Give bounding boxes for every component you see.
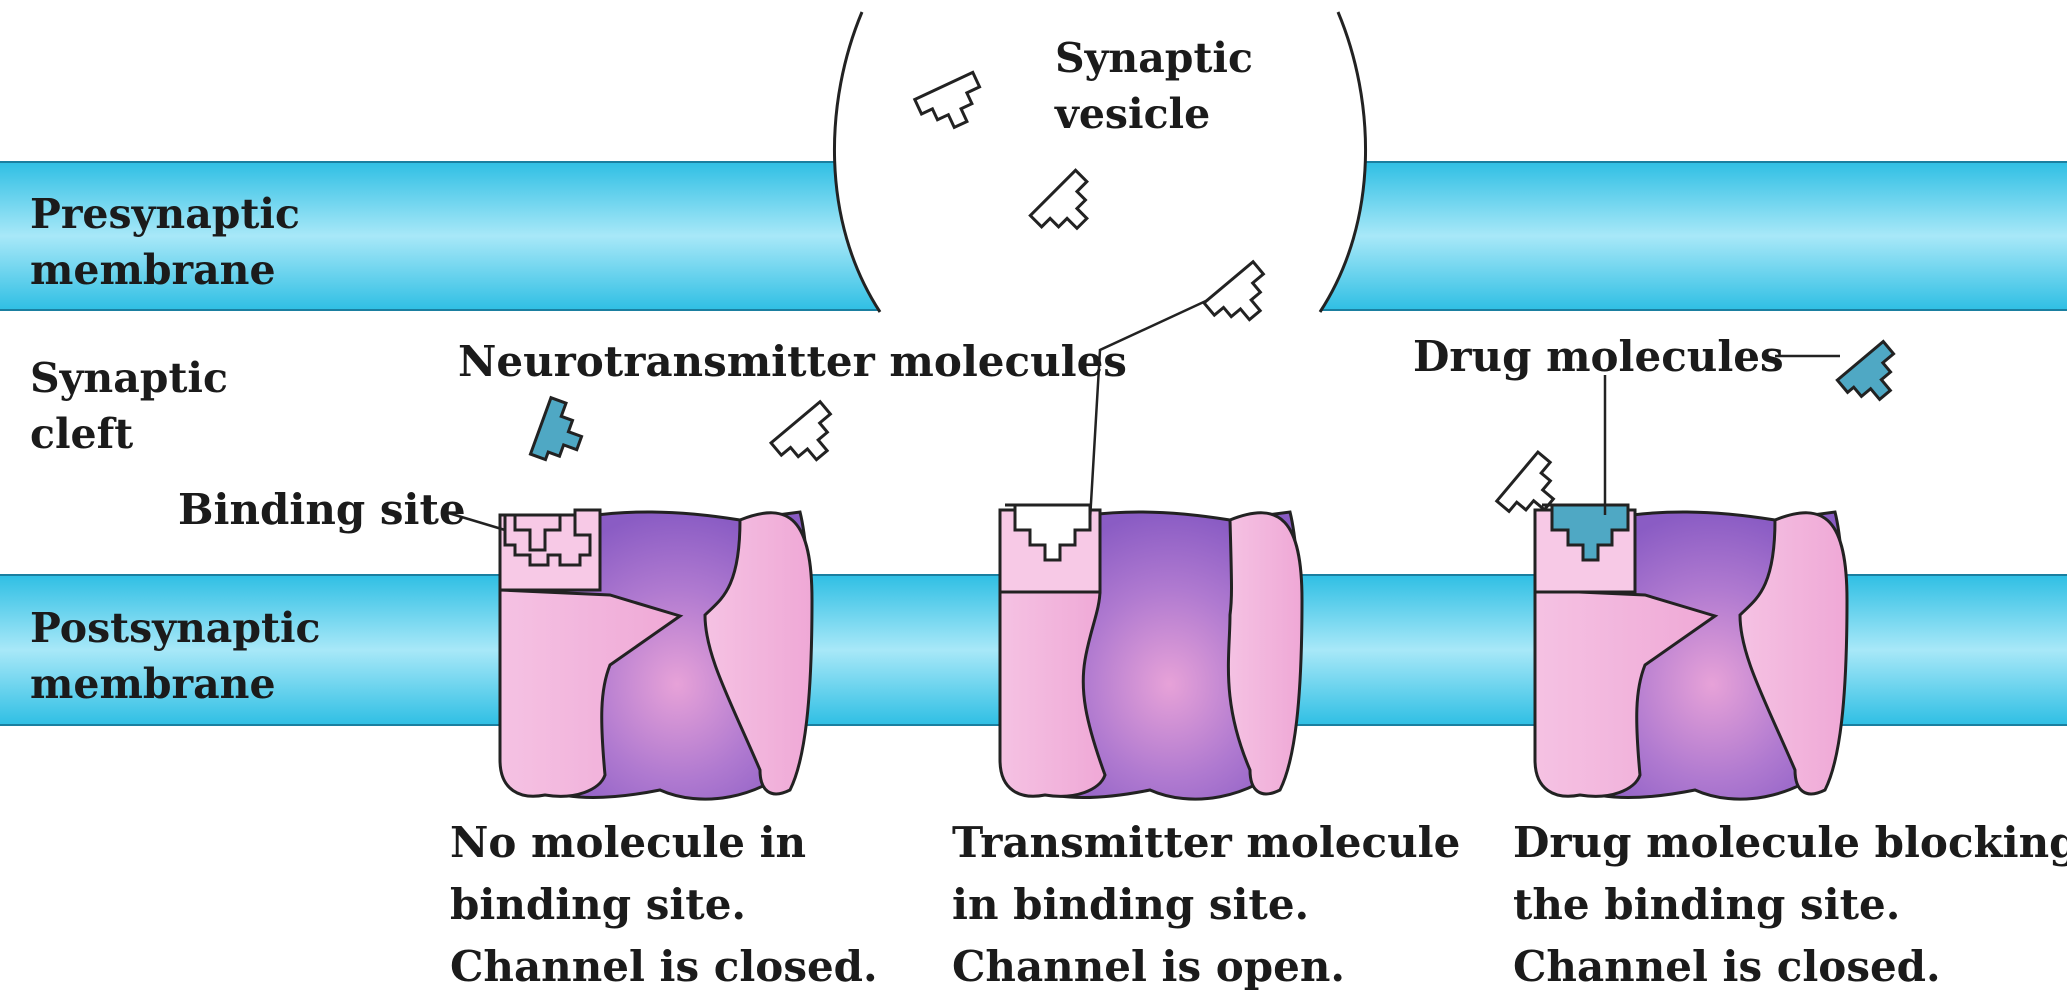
- cleft-label-line-2: cleft: [30, 406, 228, 462]
- vesicle-label-line-2: vesicle: [1055, 86, 1253, 142]
- cleft-drug-molecule-left: [530, 398, 590, 469]
- vesicle-label-line-1: Synaptic: [1055, 30, 1253, 86]
- postsynaptic-label-line-2: membrane: [30, 656, 321, 712]
- synaptic-cleft-label: Synaptic cleft: [30, 350, 228, 462]
- drug-molecules-label: Drug molecules: [1413, 328, 1784, 386]
- synaptic-vesicle-label: Synaptic vesicle: [1055, 30, 1253, 142]
- caption-channel-blocked: Drug molecule blocking the binding site.…: [1513, 812, 2067, 993]
- ion-channel-closed-empty: [500, 510, 812, 799]
- cleft-label-line-1: Synaptic: [30, 350, 228, 406]
- caption-channel-open: Transmitter molecule in binding site. Ch…: [952, 812, 1460, 993]
- caption-2-line-3: Channel is open.: [952, 936, 1460, 993]
- neurotransmitter-molecules-label: Neurotransmitter molecules: [458, 333, 1127, 391]
- caption-3-line-2: the binding site.: [1513, 874, 2067, 936]
- binding-site-label: Binding site: [178, 481, 466, 539]
- postsynaptic-label-line-1: Postsynaptic: [30, 600, 321, 656]
- presynaptic-label-line-2: membrane: [30, 242, 300, 298]
- presynaptic-membrane-label: Presynaptic membrane: [30, 186, 300, 298]
- presynaptic-label-line-1: Presynaptic: [30, 186, 300, 242]
- postsynaptic-membrane-label: Postsynaptic membrane: [30, 600, 321, 712]
- caption-2-line-2: in binding site.: [952, 874, 1460, 936]
- caption-channel-closed-empty: No molecule in binding site. Channel is …: [450, 812, 878, 993]
- caption-3-line-1: Drug molecule blocking: [1513, 812, 2067, 874]
- cleft-transmitter-molecule: [771, 402, 847, 475]
- caption-3-line-3: Channel is closed.: [1513, 936, 2067, 993]
- ion-channel-open-bound: [1000, 505, 1302, 799]
- ion-channel-blocked-by-drug: [1535, 505, 1847, 799]
- caption-1-line-1: No molecule in: [450, 812, 878, 874]
- caption-1-line-2: binding site.: [450, 874, 878, 936]
- caption-1-line-3: Channel is closed.: [450, 936, 878, 993]
- caption-2-line-1: Transmitter molecule: [952, 812, 1460, 874]
- cleft-drug-molecule-right: [1837, 342, 1910, 413]
